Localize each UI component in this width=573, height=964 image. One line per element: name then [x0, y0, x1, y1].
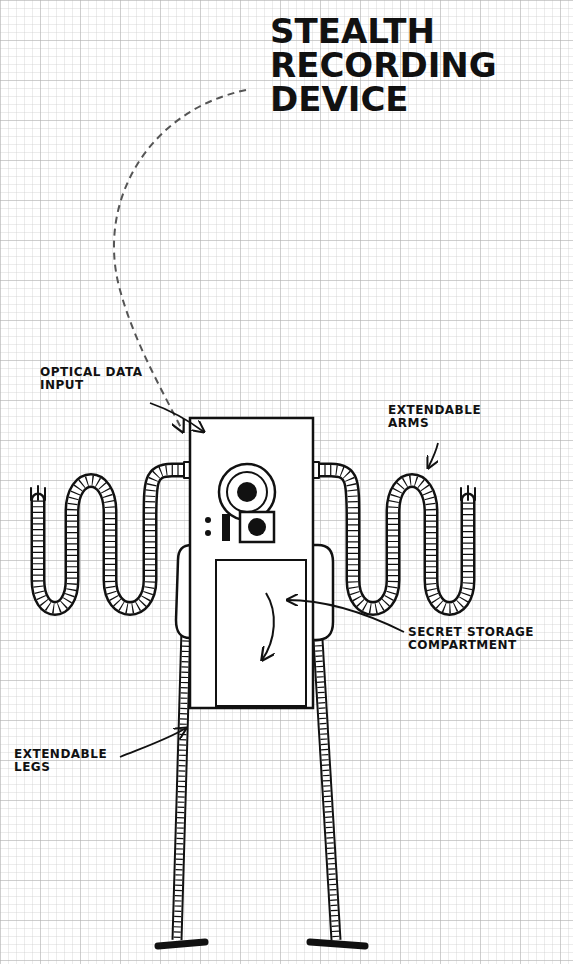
part-label: EXTENDABLE LEGS	[14, 748, 122, 773]
title-label: STEALTH RECORDING DEVICE	[270, 14, 530, 116]
dashed-leader	[114, 90, 246, 432]
part-label: SECRET STORAGE COMPARTMENT	[408, 626, 566, 651]
part-label: OPTICAL DATA INPUT	[40, 366, 158, 391]
robot-body	[176, 418, 333, 708]
leader-lines	[120, 403, 438, 757]
part-label: EXTENDABLE ARMS	[388, 404, 503, 429]
